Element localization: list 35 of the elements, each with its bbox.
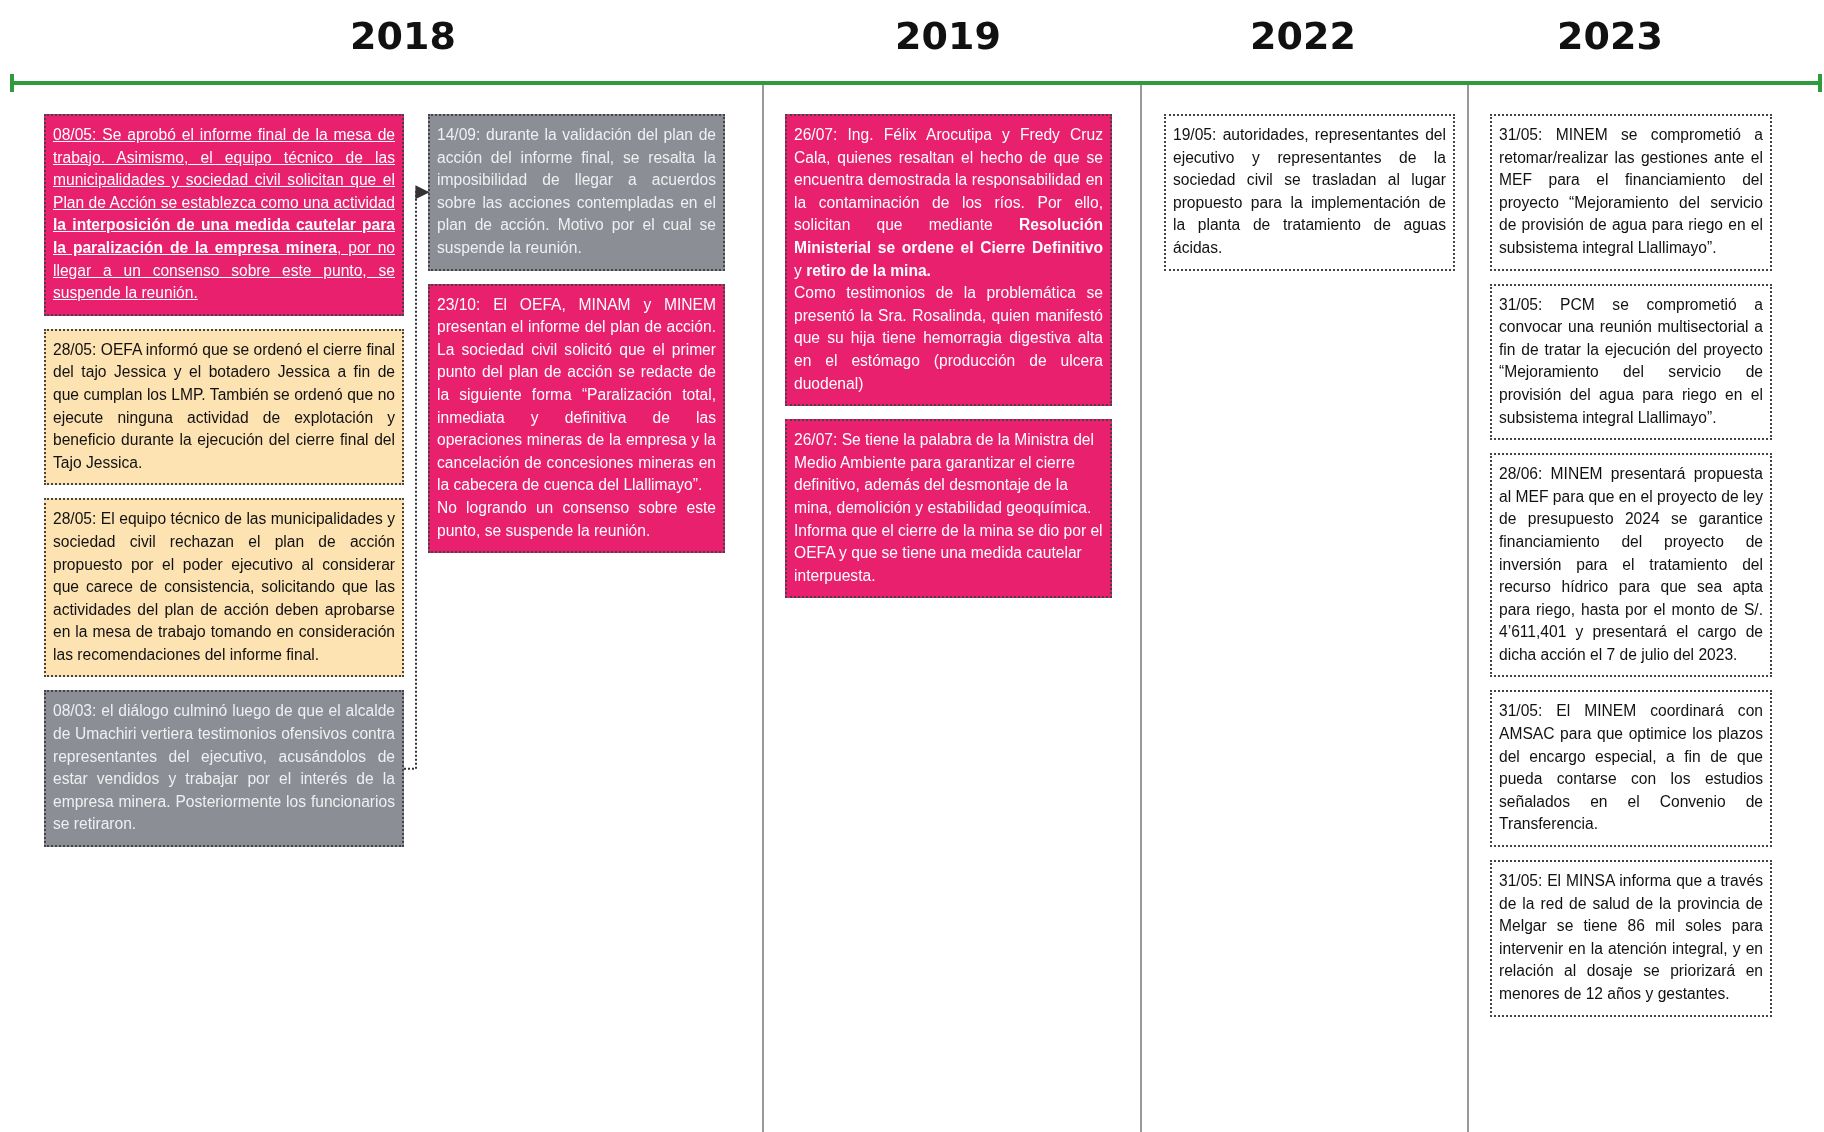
event-text: 19/05: autoridades, representantes del ejecutivo y representantes de la sociedad civil se trasladan al lugar propuesto para la implementación de la planta de tratamiento de aguas ácidas. <box>1173 125 1446 258</box>
event-box <box>1490 283 1772 441</box>
event-text: 08/05: Se aprobó el informe final de la mesa de trabajo. Asimismo, el equipo técnico de las municipalidades y sociedad civil solicitan que el Plan de Acción se establezca como una actividad la interposición de una medida cautelar para la paralización de la empresa minera, por no llegar a un consenso sobre este punto, se suspende la reunión. <box>53 125 395 304</box>
year-label: 2022 <box>1250 14 1356 58</box>
event-box <box>1490 860 1772 1017</box>
event-box <box>785 114 1112 407</box>
event-box <box>44 690 404 848</box>
event-text: 28/05: El equipo técnico de las municipalidades y sociedad civil rechazan el plan de acción propuesto por el poder ejecutivo al considerar que carece de consistencia, solicitando que las actividades del plan de acción deben aprobarse en la mesa de trabajo tomando en consideración las recomendaciones del informe final. <box>53 509 395 665</box>
event-text: 23/10: El OEFA, MINAM y MINEM presentan el informe del plan de acción. La sociedad civil solicitó que el primer punto del plan de acción se redacte de la siguiente forma “Paralización total, inmediata y definitiva de las operaciones mineras de la empresa y la cancelación de concesiones mineras en la cabecera de cuenca del Llallimayo”. <box>437 294 716 496</box>
event-box <box>428 283 725 554</box>
event-text: 31/05: PCM se comprometió a convocar una reunión multisectorial a fin de tratar la ejecución del proyecto “Mejoramiento del servicio de provisión del agua para riego en el subsistema integral Llallimayo”. <box>1499 294 1763 428</box>
event-box <box>1490 114 1772 271</box>
event-text: No logrando un consenso sobre este punto, se suspende la reunión. <box>437 497 716 541</box>
year-label: 2018 <box>350 14 456 58</box>
event-text: 31/05: El MINSA informa que a través de la red de salud de la provincia de Melgar se tiene 86 mil soles para intervenir en la atención integral, y en relación al dosaje se priorizará en menores de 12 años y gestantes. <box>1499 871 1763 1004</box>
year-label: 2023 <box>1557 14 1663 58</box>
event-text: Como testimonios de la problemática se presentó la Sra. Rosalinda, quien manifestó que su hija tiene hemorragia digestiva alta en el estómago (producción de ulcera duodenal) <box>794 283 1103 394</box>
event-text: 31/05: El MINEM coordinará con AMSAC para que optimice los plazos del encargo especial, a fin de que pueda contarse con los estudios señalados en el Convenio de Transferencia. <box>1499 701 1763 835</box>
event-text: 28/06: MINEM presentará propuesta al MEF para que en el proyecto de ley de presupuesto 2024 se garantice financiamiento del proyecto de inversión para el tratamiento del recurso hídrico para que sea apta para riego, hasta por el monto de S/. 4’611,401 y presentará el cargo de dicha acción el 7 de julio del 2023. <box>1499 464 1763 665</box>
event-box <box>785 419 1112 599</box>
event-text: 08/03: el diálogo culminó luego de que el alcalde de Umachiri vertiera testimonios ofensivos contra representantes del ejecutivo, acusándolos de estar vendidos y trabajar por el interés de la empresa minera. Posteriormente los funcionarios se retiraron. <box>53 701 395 835</box>
event-box <box>44 114 404 316</box>
event-box <box>1164 114 1455 271</box>
event-text: 26/07: Ing. Félix Arocutipa y Fredy Cruz Cala, quienes resaltan el hecho de que se encuentra demostrada la responsabilidad en la contaminación de los ríos. Por ello, solicitan que mediante Resolución Ministerial se ordene el Cierre Definitivo y retiro de la mina. <box>794 125 1103 281</box>
event-box <box>44 498 404 678</box>
event-box <box>1490 453 1772 678</box>
event-text: 26/07: Se tiene la palabra de la Ministra del Medio Ambiente para garantizar el cierre definitivo, además del desmontaje de la mina, demolición y estabilidad geoquímica. Informa que el cierre de la mina se dio por el OEFA y que se tiene una medida cautelar interpuesta. <box>794 430 1103 586</box>
event-text: 31/05: MINEM se comprometió a retomar/realizar las gestiones ante el MEF para el financiamiento del proyecto “Mejoramiento del servicio de provisión de agua para riego en el subsistema integral Llallimayo”. <box>1499 125 1763 258</box>
event-text: 14/09: durante la validación del plan de acción del informe final, se resalta la imposibilidad de llegar a acuerdos sobre las acciones contempladas en el plan de acción. Motivo por el cual se suspende la reunión. <box>437 125 716 258</box>
event-box <box>428 114 725 271</box>
connector-arrow <box>403 185 430 770</box>
year-label: 2019 <box>895 14 1001 58</box>
event-box <box>44 328 404 486</box>
event-text: 28/05: OEFA informó que se ordenó el cierre final del tajo Jessica y el botadero Jessica a fin de que cumplan los LMP. También se ordenó que no ejecute ninguna actividad de explotación y beneficio durante la ejecución del cierre final del Tajo Jessica. <box>53 339 395 473</box>
event-box <box>1490 690 1772 848</box>
